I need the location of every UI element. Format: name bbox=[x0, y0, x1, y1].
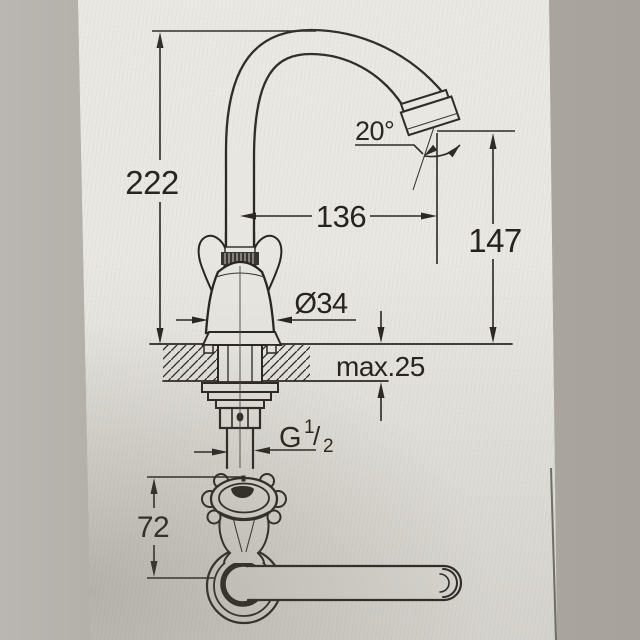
front-view bbox=[149, 28, 513, 470]
handle-neck bbox=[218, 513, 270, 564]
handle-logo-mark bbox=[231, 486, 254, 498]
threaded-tail bbox=[225, 426, 255, 470]
dimension-overall-height: 222 bbox=[125, 30, 316, 344]
dimension-thread-size: G 1 / 2 bbox=[194, 417, 334, 457]
dim-label-outlet-angle: 20° bbox=[355, 116, 394, 146]
dimension-deck-thickness: max.25 bbox=[336, 311, 425, 421]
water-stream-axis bbox=[412, 126, 435, 191]
top-view: 72 bbox=[137, 473, 463, 625]
mounting-flange bbox=[201, 331, 283, 354]
dimension-handle-height: 72 bbox=[137, 476, 243, 579]
dimension-spout-reach: 136 bbox=[240, 133, 438, 264]
dim-label-handle-height: 72 bbox=[137, 511, 169, 544]
dim-label-body-diameter: Ø34 bbox=[294, 288, 348, 320]
dimension-outlet-height: 147 bbox=[437, 130, 522, 343]
dim-label-spout-reach: 136 bbox=[316, 199, 366, 234]
dim-label-overall-height: 222 bbox=[125, 164, 179, 201]
dimension-outlet-angle: 20° bbox=[355, 116, 461, 158]
aerator bbox=[399, 88, 461, 137]
dim-label-thread-size: G 1 / 2 bbox=[279, 417, 333, 457]
handle-index-mark bbox=[241, 475, 246, 482]
swivel-nut bbox=[221, 246, 259, 265]
paper-edge-line bbox=[550, 467, 557, 640]
spout-tube-top bbox=[246, 564, 463, 602]
dim-label-deck-thickness: max.25 bbox=[336, 351, 425, 382]
handle-cap bbox=[201, 473, 287, 525]
dimension-body-diameter: Ø34 bbox=[176, 288, 356, 324]
dim-label-outlet-height: 147 bbox=[468, 222, 522, 259]
